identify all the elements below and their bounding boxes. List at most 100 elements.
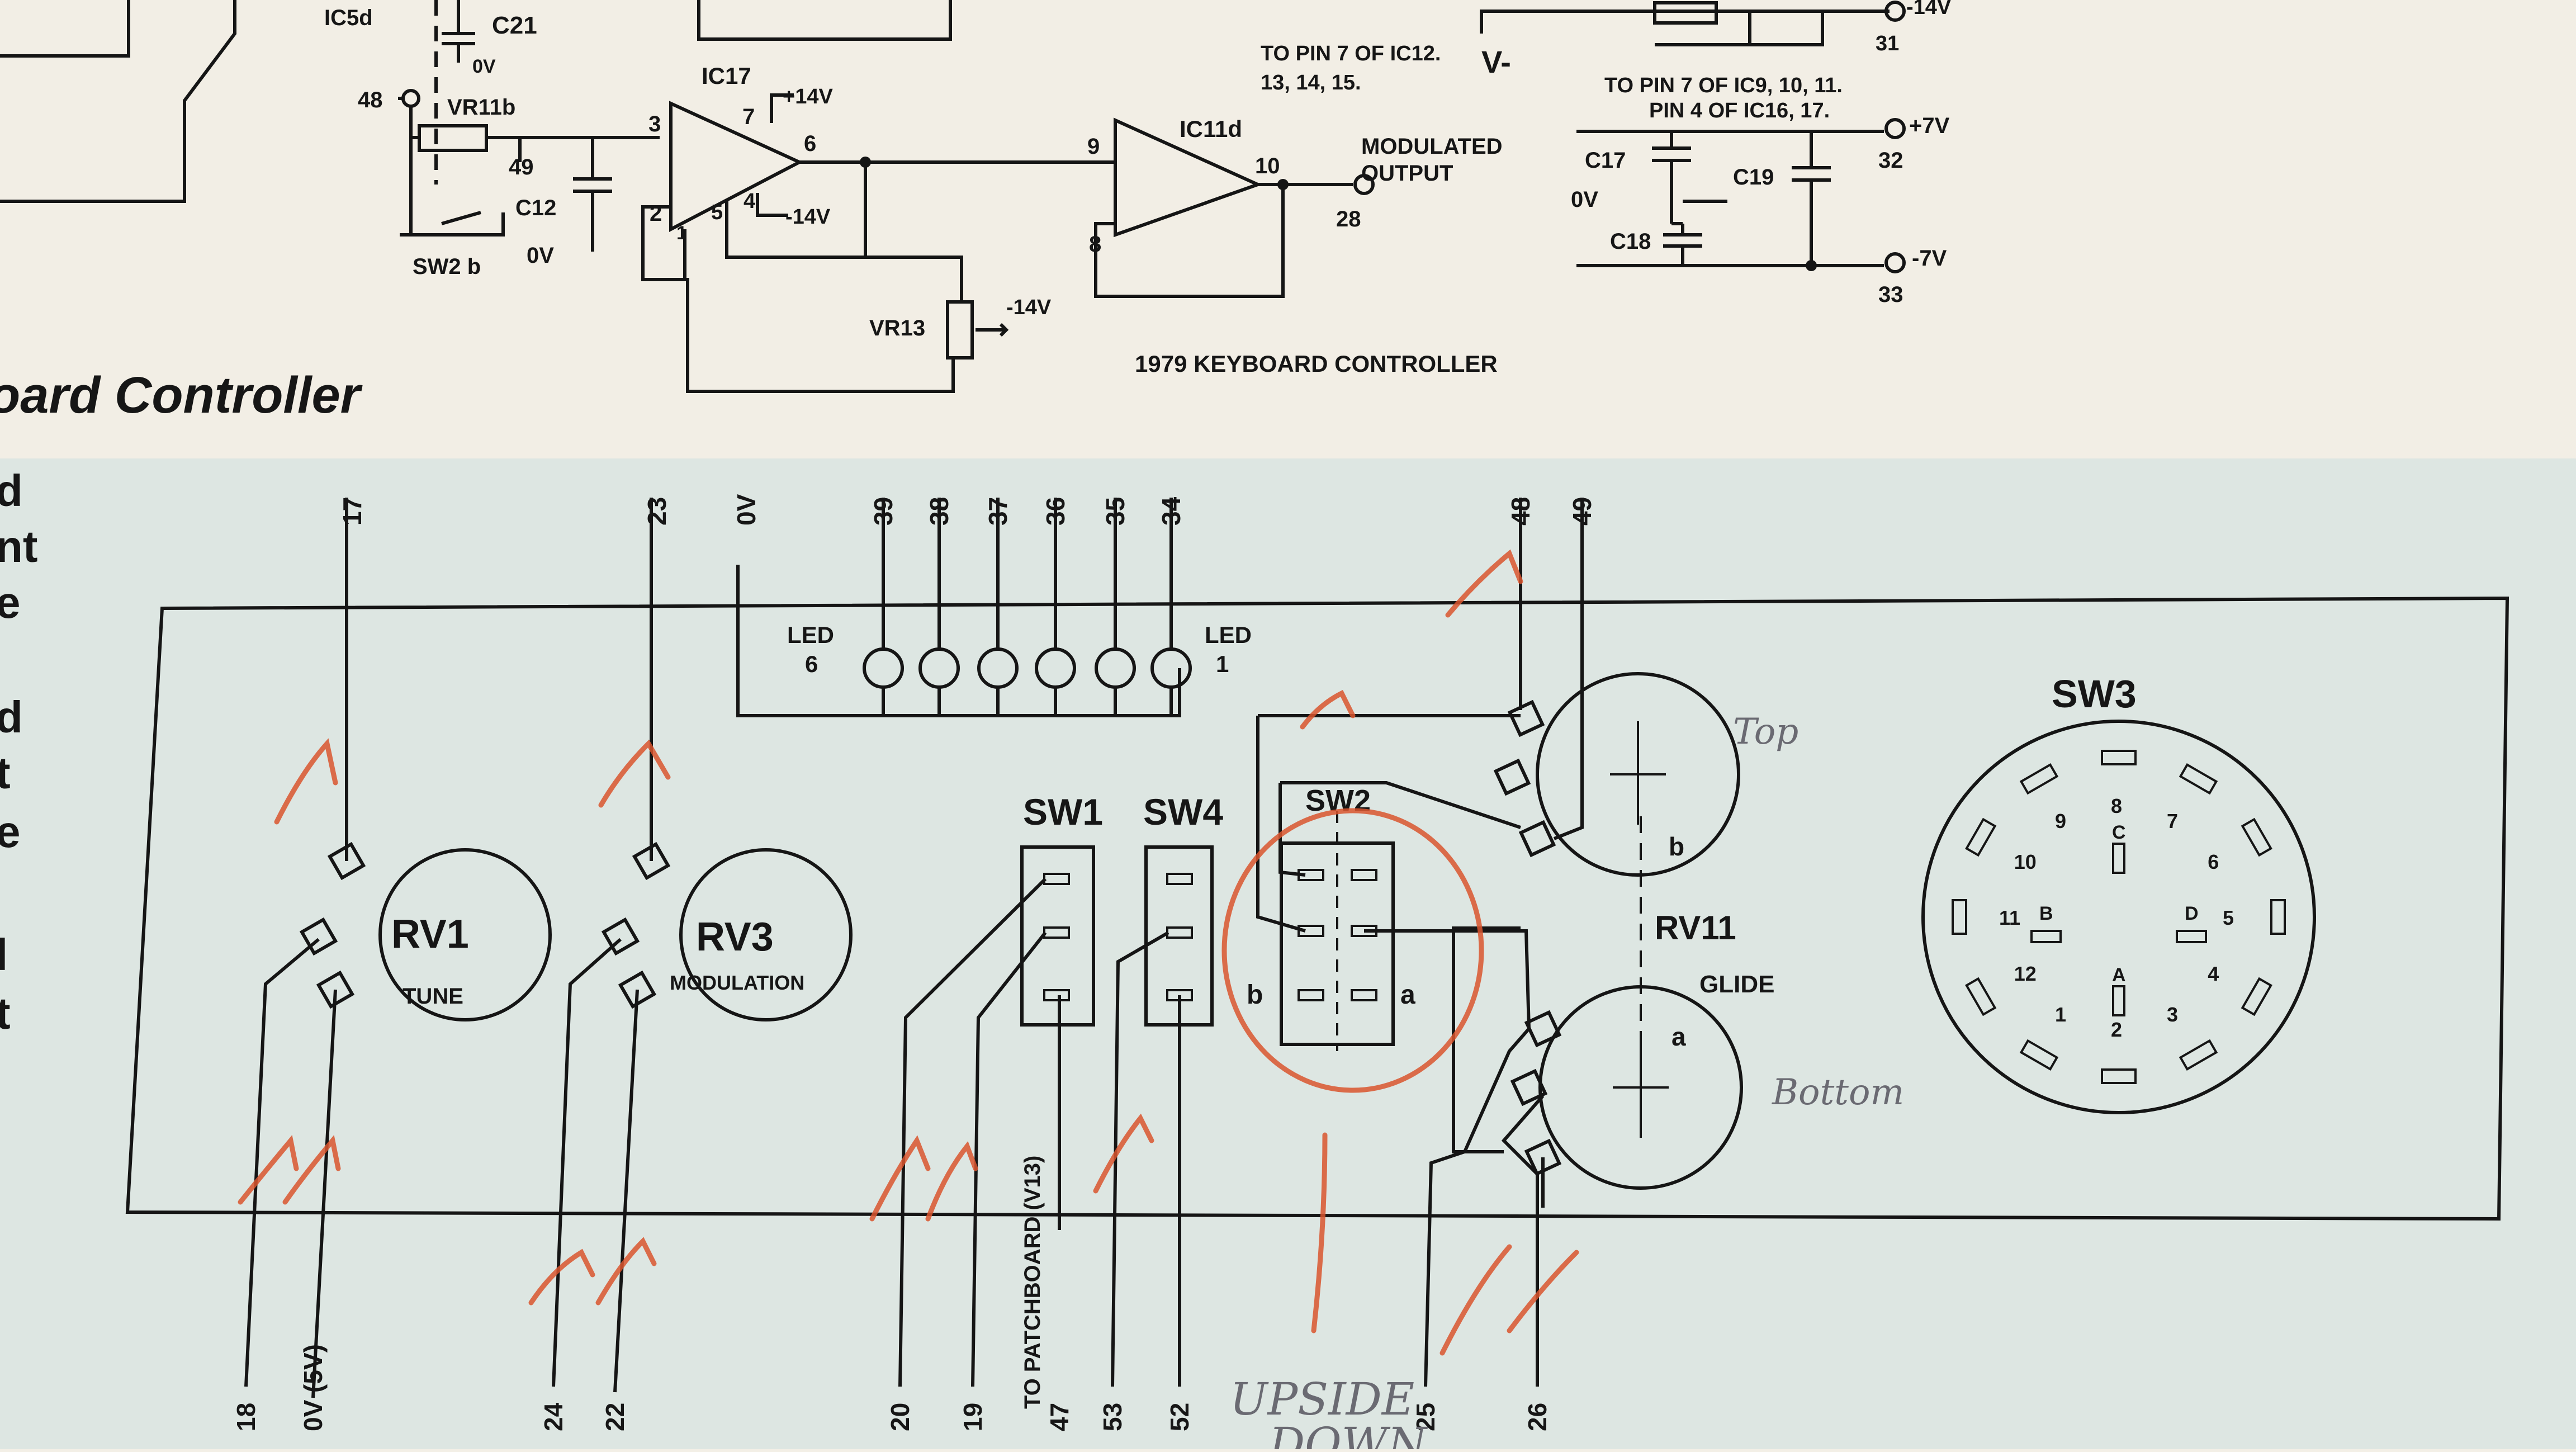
article-side-letter: e xyxy=(0,807,21,857)
sw3-contact xyxy=(2019,1039,2059,1071)
pot-lug xyxy=(1510,1068,1548,1106)
ic17-pin4: 4 xyxy=(744,190,755,213)
sw3-contact xyxy=(2179,1039,2218,1071)
bottom-pin-label: 19 xyxy=(958,1403,987,1431)
article-side-letter: d xyxy=(0,692,23,742)
rail-top-pin: 31 xyxy=(1876,32,1899,55)
c19-label: C19 xyxy=(1733,165,1774,190)
sw3-contact xyxy=(2179,763,2218,795)
modulated-output-terminal xyxy=(1353,174,1375,195)
sw3-contact xyxy=(2241,977,2272,1016)
article-side-letter: nt xyxy=(0,522,38,571)
sw3-contact xyxy=(2241,817,2272,857)
c17-ov-label: 0V xyxy=(1571,187,1598,212)
sw4-label: SW4 xyxy=(1143,791,1223,833)
rv1-label: RV1 xyxy=(391,912,469,957)
pot-lug xyxy=(1524,1138,1562,1176)
pot-lug xyxy=(601,917,640,956)
article-side-letter: t xyxy=(0,748,11,798)
sw3-label: SW3 xyxy=(2052,672,2137,716)
article-side-letter: l xyxy=(0,930,8,980)
c12-label: C12 xyxy=(515,196,556,220)
led xyxy=(1150,647,1192,689)
red-pencil-annotations xyxy=(238,549,1579,1356)
sw3-inner-contact xyxy=(2112,843,2125,874)
ic11d-pin9: 9 xyxy=(1087,134,1100,159)
pot-lug xyxy=(618,970,657,1009)
ic17-opamp xyxy=(669,101,803,232)
sw3-inner-label: B xyxy=(2039,903,2053,924)
bottom-pin-label: 22 xyxy=(600,1403,629,1431)
sw3-rotary-switch xyxy=(1921,720,2316,1114)
top-pin-label: 35 xyxy=(1101,497,1130,526)
ic17-pin2: 2 xyxy=(650,201,662,226)
sw3-position-label: 8 xyxy=(2111,794,2122,817)
plus14v-label: +14V xyxy=(783,85,833,108)
ic11d-pin10: 10 xyxy=(1255,154,1280,178)
top-pin-label: 39 xyxy=(869,497,898,526)
sw3-contact xyxy=(2101,1068,2137,1084)
c21-label: C21 xyxy=(492,12,537,39)
rv11-label: RV11 xyxy=(1655,909,1736,947)
handwritten-top: Top xyxy=(1733,711,1798,753)
sw1-label: SW1 xyxy=(1023,791,1103,833)
pencil-check-mark: V- xyxy=(1481,44,1511,79)
ic17-pin3: 3 xyxy=(648,112,661,136)
rv11-a-label: a xyxy=(1671,1022,1686,1051)
pin28-label: 28 xyxy=(1336,207,1361,231)
c17-label: C17 xyxy=(1585,148,1626,173)
pot-lug xyxy=(327,841,366,881)
c21-ov-label: 0V xyxy=(472,56,496,77)
sw3-position-label: 4 xyxy=(2208,962,2219,985)
to-pin7-ic9-line2: PIN 4 OF IC16, 17. xyxy=(1649,99,1830,122)
sw3-position-label: 11 xyxy=(1999,906,2020,929)
sw3-inner-label: A xyxy=(2112,964,2126,986)
bottom-pin-label: 0V (5V) xyxy=(299,1344,328,1431)
rail-top-label: -14V xyxy=(1906,0,1952,19)
sw3-contact xyxy=(2101,750,2137,765)
switch-tab xyxy=(1298,925,1324,937)
handwritten-bottom: Bottom xyxy=(1772,1072,1904,1113)
sw2-a-label: a xyxy=(1400,980,1415,1010)
sw3-inner-contact xyxy=(2030,930,2062,943)
led xyxy=(977,647,1019,689)
pin32-label: 32 xyxy=(1878,148,1903,173)
ic15d-label: IC5d xyxy=(324,6,373,30)
rv3-pot xyxy=(679,848,853,1021)
sw3-position-label: 3 xyxy=(2167,1003,2178,1026)
article-side-letter: d xyxy=(0,466,23,515)
sw3-position-label: 10 xyxy=(2014,850,2037,873)
to-pin7-ic12-line1: TO PIN 7 OF IC12. xyxy=(1261,42,1441,65)
switch-tab xyxy=(1043,989,1070,1001)
top-pin-label: 38 xyxy=(925,497,954,526)
plus7v-label: +7V xyxy=(1909,113,1950,138)
top-pin-label: 48 xyxy=(1506,497,1535,526)
to-pin7-ic9-line1: TO PIN 7 OF IC9, 10, 11. xyxy=(1604,74,1843,97)
rv1-sub-label: TUNE xyxy=(402,984,463,1009)
top-pin-label: 37 xyxy=(983,497,1012,526)
minus14v-label-a: -14V xyxy=(785,205,831,229)
sw3-position-label: 12 xyxy=(2014,962,2037,985)
plus7v-terminal xyxy=(1884,118,1906,139)
sw2-red-circle xyxy=(1221,808,1484,1093)
pot-lug xyxy=(1518,820,1556,858)
top-pin-label: 36 xyxy=(1041,497,1070,526)
sw3-position-label: 5 xyxy=(2223,906,2234,929)
sw3-inner-label: D xyxy=(2185,903,2199,924)
bottom-pin-label: 26 xyxy=(1523,1403,1552,1431)
article-side-letter: e xyxy=(0,578,21,627)
article-side-letter: t xyxy=(0,989,11,1038)
minus7v-label: -7V xyxy=(1912,246,1947,271)
c12-ov-label: 0V xyxy=(527,243,554,268)
vr13-resistor xyxy=(946,300,974,360)
diagram-title: 1979 KEYBOARD CONTROLLER xyxy=(1135,351,1498,377)
rv11-b-label: b xyxy=(1669,832,1684,861)
bottom-pin-label: 53 xyxy=(1098,1403,1127,1431)
pin48-label: 48 xyxy=(358,88,383,112)
